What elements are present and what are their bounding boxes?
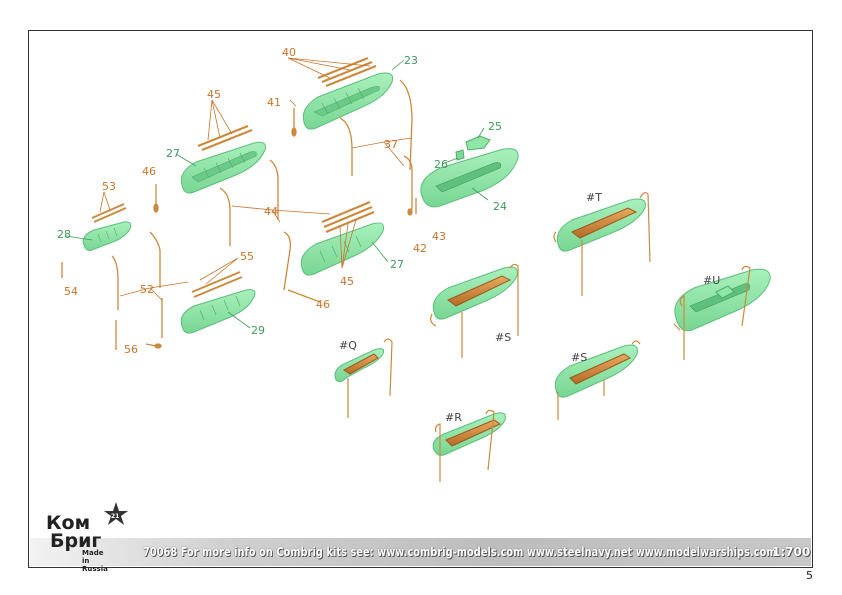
label-assembly-Q: #Q	[339, 339, 357, 352]
page-number: 5	[806, 569, 813, 582]
label-part-46-upper: 46	[142, 165, 156, 178]
label-part-40: 40	[282, 46, 296, 59]
label-part-46-lower: 46	[316, 298, 330, 311]
label-part-25: 25	[488, 120, 502, 133]
label-part-42: 42	[413, 242, 427, 255]
label-part-53: 53	[102, 180, 116, 193]
star-number: 21	[111, 513, 119, 520]
boat-assembly-U	[673, 265, 771, 360]
footer-info-text: 70068 For more info on Combrig kits see:…	[143, 545, 777, 559]
scale-label: 1:700	[772, 545, 811, 559]
label-part-55: 55	[240, 250, 254, 263]
label-assembly-T: #T	[586, 191, 602, 204]
footer-bar	[30, 538, 811, 566]
label-part-23: 23	[404, 54, 418, 67]
green-leader-lines	[65, 59, 489, 329]
boat-assembly-R	[432, 409, 506, 482]
boat-assembly-Q	[334, 338, 393, 418]
brand-line-1: Ком	[46, 512, 91, 534]
boat-assembly-S-upper	[430, 263, 519, 358]
boat-23	[302, 72, 394, 130]
brand-line-2: Бриг	[50, 530, 102, 552]
label-part-28: 28	[57, 228, 71, 241]
boat-assembly-S-lower	[554, 340, 641, 420]
label-part-27-lower: 27	[390, 258, 404, 271]
label-assembly-S-lower: #S	[571, 351, 587, 364]
label-part-45-upper: 45	[207, 88, 221, 101]
label-part-54: 54	[64, 285, 78, 298]
label-part-52: 52	[140, 283, 154, 296]
page-border	[28, 30, 813, 568]
label-part-29: 29	[251, 324, 265, 337]
boat-29	[180, 289, 256, 334]
boat-assembly-T	[553, 192, 651, 296]
leader-lines	[99, 57, 413, 301]
label-part-37: 37	[384, 138, 398, 151]
boat-28	[82, 221, 132, 251]
label-part-24: 24	[493, 200, 507, 213]
boat-27-lower	[300, 222, 384, 276]
label-part-27-upper: 27	[166, 147, 180, 160]
star-icon: 21	[104, 502, 128, 525]
label-assembly-R: #R	[445, 411, 462, 424]
made-in-russia: Made in Russia	[82, 549, 108, 573]
boat-24	[420, 135, 519, 208]
label-assembly-S-upper: #S	[495, 331, 511, 344]
label-assembly-U: #U	[703, 274, 720, 287]
label-part-56: 56	[124, 343, 138, 356]
label-part-26: 26	[434, 158, 448, 171]
label-part-43: 43	[432, 230, 446, 243]
boat-27-upper	[180, 141, 266, 194]
label-part-41: 41	[267, 96, 281, 109]
label-part-44: 44	[264, 205, 278, 218]
label-part-45-lower: 45	[340, 275, 354, 288]
